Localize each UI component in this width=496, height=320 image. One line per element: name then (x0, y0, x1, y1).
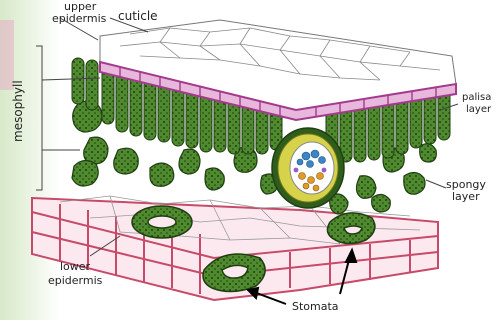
label-stomata: Stomata (292, 300, 339, 313)
label-lower-epidermis-line1: lower (60, 260, 91, 273)
label-cuticle: cuticle (118, 9, 158, 23)
label-upper-epidermis-line2: epidermis (52, 12, 107, 25)
label-lower-epidermis-line2: epidermis (48, 274, 103, 287)
vascular-bundle (272, 128, 344, 208)
label-palisade-line2: layer (466, 104, 492, 115)
label-spongy-line2: layer (452, 190, 480, 203)
label-palisade-line1: palisa (462, 92, 491, 103)
label-mesophyll: mesophyll (11, 80, 25, 142)
stomata-left-guard-cells (132, 206, 192, 238)
background-accent (0, 20, 14, 90)
